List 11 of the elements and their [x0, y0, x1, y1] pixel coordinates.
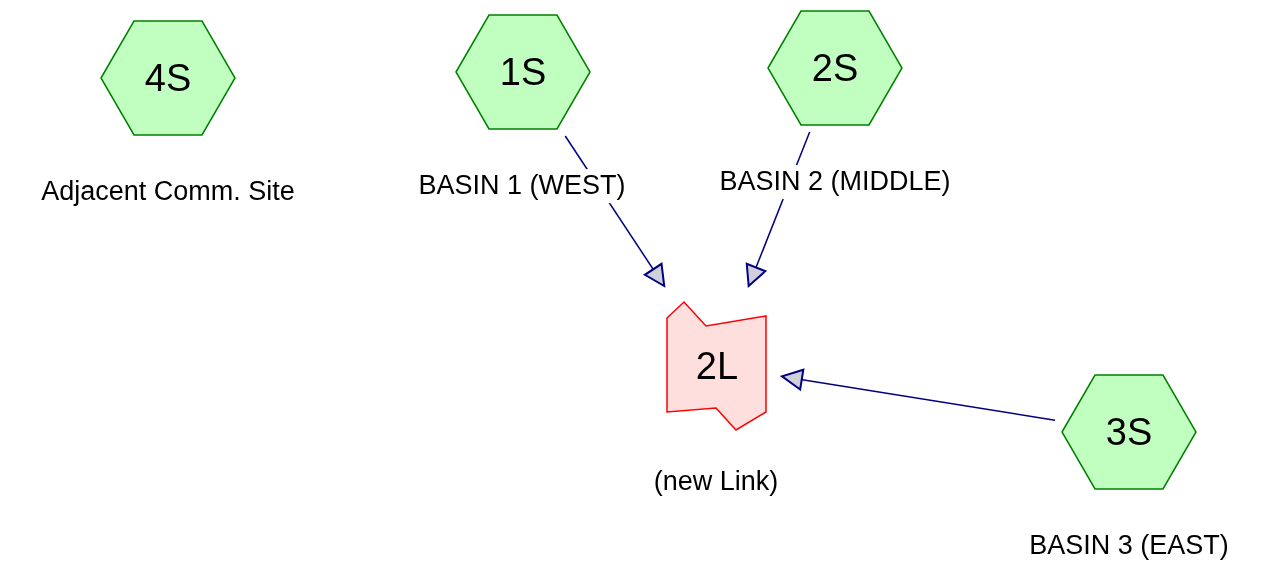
hexagon-node	[100, 20, 236, 136]
link-node	[666, 300, 768, 432]
hexagon-node	[455, 14, 591, 130]
node-label: 2L	[695, 347, 739, 385]
arrow	[781, 368, 1056, 421]
hexagon-node	[1061, 374, 1197, 490]
node-label: 1S	[499, 53, 547, 91]
node-label: 3S	[1105, 413, 1153, 451]
node-label: 2S	[811, 49, 859, 87]
node-label: 4S	[144, 59, 192, 97]
hexagon-node	[767, 10, 903, 126]
